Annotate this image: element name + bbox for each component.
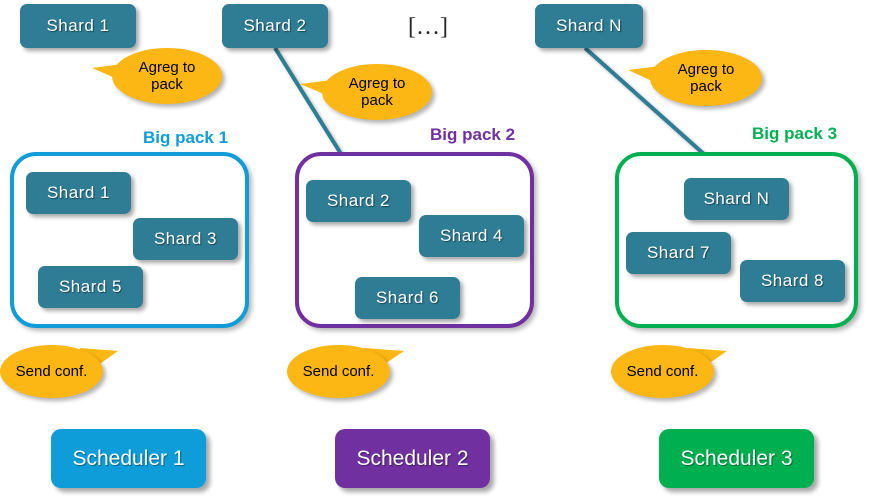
scheduler-3-label: Scheduler 3 [680, 446, 793, 470]
callout-agreg-to-pack-3: Agreg to pack [650, 50, 762, 106]
scheduler-2-label: Scheduler 2 [356, 446, 469, 470]
scheduler-1-label: Scheduler 1 [72, 446, 185, 470]
scheduler-1[interactable]: Scheduler 1 [51, 429, 206, 488]
callout-send-conf-3-label: Send conf. [626, 362, 699, 380]
callout-agreg-to-pack-2: Agreg to pack [322, 64, 432, 120]
callout-agreg-3-line1: Agreg to [677, 60, 735, 78]
pack-2-shard-6-label: Shard 6 [375, 288, 440, 307]
top-shard-1[interactable]: Shard 1 [20, 4, 136, 48]
callout-agreg-2-line2: pack [361, 92, 393, 109]
pack-3-shard-7[interactable]: Shard 7 [626, 232, 731, 274]
callout-agreg-3-line2: pack [690, 78, 722, 95]
pack-1-label: Big pack 1 [143, 128, 229, 147]
pack-3-shard-n-label: Shard N [703, 189, 770, 208]
pack-3-shard-7-label: Shard 7 [646, 243, 711, 262]
top-shard-n[interactable]: Shard N [535, 4, 643, 48]
callout-agreg-1-line1: Agreg to [138, 58, 196, 76]
pack-1-shard-3[interactable]: Shard 3 [133, 218, 238, 260]
pack-1-shard-5-label: Shard 5 [58, 277, 123, 296]
callout-send-conf-1: Send conf. [0, 345, 103, 398]
callout-agreg-to-pack-1: Agreg to pack [112, 48, 222, 104]
pack-3-label: Big pack 3 [752, 124, 838, 143]
pack-3-shard-n[interactable]: Shard N [684, 178, 789, 220]
pack-1-shard-5[interactable]: Shard 5 [38, 266, 143, 308]
scheduler-3[interactable]: Scheduler 3 [659, 429, 814, 488]
pack-3-shard-8[interactable]: Shard 8 [740, 260, 845, 302]
pack-2-shard-6[interactable]: Shard 6 [355, 277, 460, 319]
pack-1-shard-3-label: Shard 3 [153, 229, 218, 248]
callout-agreg-2-line1: Agreg to [348, 74, 406, 92]
pack-2-shard-2-label: Shard 2 [326, 191, 391, 210]
callout-send-conf-1-label: Send conf. [15, 362, 88, 380]
pack-2-label: Big pack 2 [430, 125, 516, 144]
ellipsis-marker: […] [408, 14, 448, 40]
pack-1-shard-1[interactable]: Shard 1 [26, 172, 131, 214]
top-shard-1-label: Shard 1 [46, 16, 110, 35]
callout-send-conf-3: Send conf. [611, 345, 714, 398]
callout-send-conf-2: Send conf. [287, 345, 390, 398]
top-shard-2[interactable]: Shard 2 [222, 4, 328, 48]
top-shard-n-label: Shard N [556, 16, 622, 35]
pack-1-shard-1-label: Shard 1 [46, 183, 111, 202]
scheduler-2[interactable]: Scheduler 2 [335, 429, 490, 488]
pack-2-shard-4-label: Shard 4 [439, 226, 504, 245]
pack-2-shard-4[interactable]: Shard 4 [419, 215, 524, 257]
top-shard-2-label: Shard 2 [243, 16, 307, 35]
callout-send-conf-2-label: Send conf. [302, 362, 375, 380]
callout-agreg-1-line2: pack [151, 76, 183, 93]
pack-3-shard-8-label: Shard 8 [760, 271, 825, 290]
pack-2-shard-2[interactable]: Shard 2 [306, 180, 411, 222]
